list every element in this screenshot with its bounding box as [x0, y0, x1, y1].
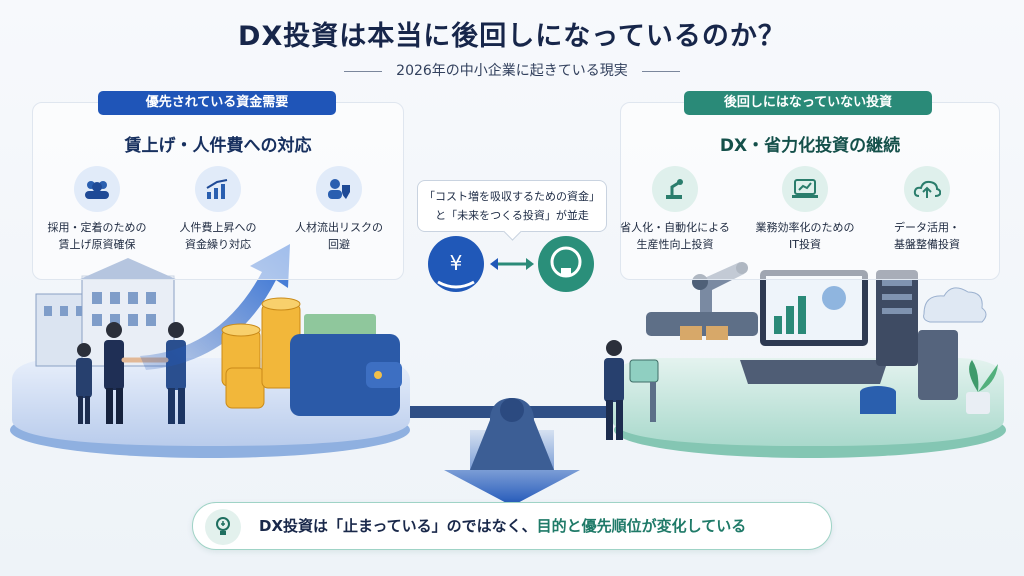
yen-hand-icon: ¥ — [428, 236, 484, 292]
laptop-chart-icon — [782, 166, 828, 212]
exchange-arrows-icon — [490, 258, 534, 270]
wallet-icon — [290, 314, 402, 416]
right-item-data: データ活用・基盤整備投資 — [868, 166, 986, 253]
person-shield-icon — [316, 166, 362, 212]
left-item-cost: 人件費上昇への資金繰り対応 — [159, 166, 277, 253]
item-label: IT投資 — [789, 238, 821, 251]
left-item-hiring: 採用・定着のための賃上げ原資確保 — [38, 166, 156, 253]
robot-arm-icon — [652, 166, 698, 212]
item-label: 採用・定着のための — [47, 221, 147, 234]
subtitle-text: 2026年の中小企業に起きている現実 — [396, 63, 628, 79]
page-title: DX投資は本当に後回しになっているのか？ — [238, 21, 786, 52]
bubble-line: と「未来をつくる投資」が並走 — [435, 209, 589, 222]
item-label: 賃上げ原資確保 — [58, 238, 136, 251]
lightbulb-icon — [205, 509, 241, 545]
page-subtitle: 2026年の中小企業に起きている現実 — [0, 60, 1024, 80]
right-platform — [612, 358, 1004, 446]
lightbulb-gear-icon — [538, 236, 594, 292]
item-label: 基盤整備投資 — [894, 238, 960, 251]
subtitle-divider-left — [344, 70, 383, 72]
conclusion-bar: DX投資は「止まっている」のではなく、目的と優先順位が変化している — [192, 502, 832, 550]
left-heading: 賃上げ・人件費への対応 — [124, 136, 312, 156]
worker-illustration — [604, 340, 659, 440]
item-label: 人材流出リスクの — [295, 221, 383, 234]
item-label: 資金繰り対応 — [185, 238, 251, 251]
left-item-retention: 人材流出リスクの回避 — [280, 166, 398, 253]
scale-fulcrum — [470, 398, 554, 470]
right-item-automation: 省人化・自動化による生産性向上投資 — [616, 166, 734, 253]
right-item-it: 業務効率化のための IT投資 — [746, 166, 864, 253]
subtitle-divider-right — [641, 70, 680, 72]
item-label: 省人化・自動化による — [620, 221, 730, 234]
cloud-upload-icon — [904, 166, 950, 212]
rising-chart-icon — [195, 166, 241, 212]
bubble-line: 「コスト増を吸収するための資金」 — [424, 190, 600, 203]
item-label: 人件費上昇への — [179, 221, 257, 234]
building-icon — [35, 258, 178, 367]
conclusion-text-part1: DX投資は「止まっている」のではなく、 — [259, 517, 537, 535]
item-label: データ活用・ — [894, 221, 960, 234]
item-label: 生産性向上投資 — [636, 238, 714, 251]
conclusion-text-part2: 目的と優先順位が変化している — [536, 517, 747, 535]
server-illustration — [860, 270, 987, 414]
right-badge: 後回しにはなっていない投資 — [684, 91, 932, 115]
people-group-icon — [74, 166, 120, 212]
item-label: 業務効率化のための — [755, 221, 855, 234]
conclusion-text: DX投資は「止まっている」のではなく、目的と優先順位が変化している — [259, 503, 746, 549]
laptop-illustration — [740, 270, 888, 384]
center-speech-bubble: 「コスト増を吸収するための資金」 と「未来をつくる投資」が並走 — [417, 180, 607, 232]
left-badge: 優先されている資金需要 — [98, 91, 336, 115]
plant-icon — [966, 360, 998, 414]
svg-text:¥: ¥ — [450, 251, 463, 275]
item-label: 回避 — [328, 238, 350, 251]
right-heading: DX・省力化投資の継続 — [719, 136, 901, 156]
